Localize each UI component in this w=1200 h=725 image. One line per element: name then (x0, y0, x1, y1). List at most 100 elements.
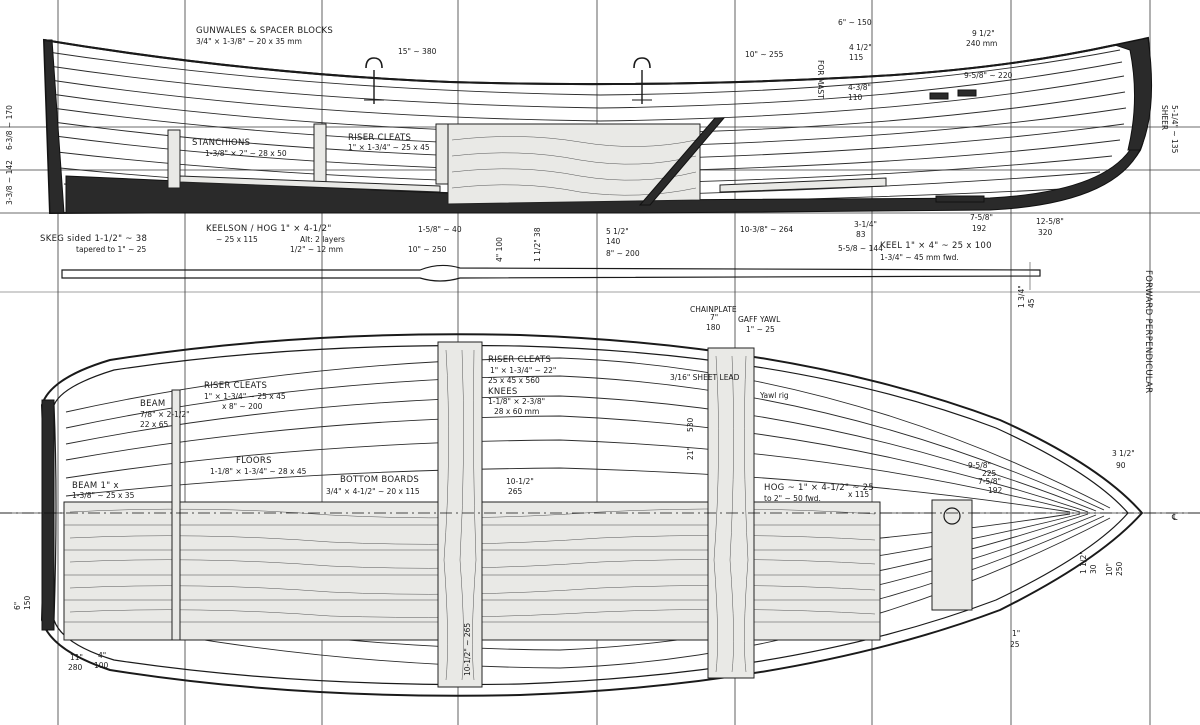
gaff-yawl-dim: 1" ~ 25 (746, 325, 775, 334)
dim-9-half: 9 1/2" (972, 29, 995, 38)
skeg-line1: SKEG sided 1-1/2" ~ 38 (40, 234, 147, 244)
dim-150: 150 (23, 595, 32, 610)
chainplate-label: CHAINPLATE (690, 305, 737, 314)
hog-l3: x 115 (848, 490, 869, 499)
gunwales-title: GUNWALES & SPACER BLOCKS (196, 26, 333, 36)
dim-6: 6" (13, 602, 22, 610)
dim-192: 192 (972, 224, 987, 233)
keel-line2: 1-3/4" ~ 45 mm fwd. (880, 253, 959, 262)
knees-label: KNEES (488, 387, 518, 397)
dim-11: 11" (70, 653, 83, 662)
beam2-size: 1-3/8" ~ 25 x 35 (72, 491, 135, 500)
keel-line1: KEEL 1" × 4" ~ 25 x 100 (880, 241, 992, 251)
top-6: 6" ~ 150 (838, 18, 872, 27)
floors-size: 1-1/8" × 1-3/4" ~ 28 x 45 (210, 467, 307, 476)
dim-9-5-8: 9-5/8" ~ 220 (964, 71, 1013, 80)
profile-view (42, 36, 1153, 290)
gunwales-size: 3/4" × 1-3/8" ~ 20 x 35 mm (196, 37, 302, 46)
dim-5-5-8: 5-5/8 ~ 144 (838, 244, 883, 253)
dim-225: 225 (982, 469, 997, 478)
keelson-line1: KEELSON / HOG 1" × 4-1/2" (206, 224, 332, 234)
riser-cleats-plan-l1: 1" × 1-3/4" ~ 22" (490, 366, 556, 375)
dim-1-half: 1 1/2" (1079, 551, 1088, 574)
mast-label: FOR MAST (816, 60, 825, 99)
beam2-label: BEAM 1" x (72, 481, 119, 491)
dim-10-half: 10-1/2" (506, 477, 534, 486)
dim-21: 21" (686, 447, 695, 460)
dim-10: 10" ~ 255 (745, 50, 784, 59)
dim-7-5-8: 7-5/8" (970, 213, 993, 222)
riser-cleats-2-l1: 1" × 1-3/4" ~ 25 x 45 (204, 392, 286, 401)
beam-label: BEAM (140, 399, 166, 409)
dim-10-3-8: 10-3/8" ~ 264 (740, 225, 793, 234)
centerline-symbol: ℄ (1171, 513, 1178, 523)
plan-view (0, 333, 1200, 697)
keelson-line4: 1/2" ~ 12 mm (290, 245, 343, 254)
dim-12-5-8: 12-5/8" (1036, 217, 1064, 226)
keelson-line2: ~ 25 x 115 (216, 235, 258, 244)
stanchions-label: STANCHIONS (192, 138, 250, 148)
riser-cleats-2: RISER CLEATS (204, 381, 267, 391)
beam-size: 7/8" × 2-1/2" (140, 410, 190, 419)
dim-1-plan: 1" (1012, 629, 1020, 638)
riser-cleats-label: RISER CLEATS (348, 133, 411, 143)
dim-1-5-8: 1-5/8" ~ 40 (418, 225, 462, 234)
dim-265: 265 (508, 487, 523, 496)
sheet-lead: 3/16" SHEET LEAD (670, 373, 740, 382)
dim-45: 45 (1027, 298, 1036, 308)
stanchions-size: 1-3/8" × 2" ~ 28 x 50 (205, 149, 287, 158)
left-6: 6-3/8 ~ 170 (5, 105, 14, 150)
dim-10-half-b: 10-1/2" ~ 265 (463, 623, 472, 676)
bottom-boards: BOTTOM BOARDS (340, 475, 419, 485)
floors-label: FLOORS (236, 456, 272, 466)
dim-7-5-8-plan: 7-5/8" (978, 477, 1001, 486)
keelson-line3: Alt: 2 layers (300, 235, 345, 244)
dim-110: 110 (848, 93, 863, 102)
left-3: 3-3/8 ~ 142 (5, 160, 14, 205)
dim-4-plan: 4" (98, 651, 106, 660)
dim-192-plan: 192 (988, 486, 1003, 495)
dim-1-5-38: 1 1/2" 38 (533, 227, 542, 262)
beam-mm: 22 x 65 (140, 420, 169, 429)
dim-250: 250 (1115, 561, 1124, 576)
top-4-half: 4 1/2" (849, 43, 872, 52)
chainplate-dim: 7" (710, 313, 718, 322)
dim-3-1-4: 3-1/4" (854, 220, 877, 229)
dim-10-250: 10" ~ 250 (408, 245, 447, 254)
dim-320: 320 (1038, 228, 1053, 237)
dim-4-3-8: 4-3/8" (848, 83, 871, 92)
top-115: 115 (849, 53, 864, 62)
dim-10-plan: 10" (1105, 563, 1114, 576)
dim-3-half: 3 1/2" (1112, 449, 1135, 458)
dim-8-200: 8" ~ 200 (606, 249, 640, 258)
dim-90: 90 (1116, 461, 1126, 470)
riser-cleats-size: 1" × 1-3/4" ~ 25 x 45 (348, 143, 430, 152)
dim-280: 280 (68, 663, 83, 672)
plan-labels: CHAINPLATE 7" 180 GAFF YAWL 1" ~ 25 RISE… (13, 270, 1178, 676)
knees-l2: 28 x 60 mm (494, 407, 539, 416)
fwd-sheer: SHEER (1160, 105, 1169, 130)
dim-30: 30 (1089, 564, 1098, 574)
yawl-rig: Yawl rig (759, 391, 789, 400)
dim-140: 140 (606, 237, 621, 246)
dim-4-100: 4" 100 (495, 237, 504, 262)
bottom-boards-size: 3/4" × 4-1/2" ~ 20 x 115 (326, 487, 420, 496)
profile-labels: GUNWALES & SPACER BLOCKS 3/4" × 1-3/8" ~… (5, 18, 1179, 262)
riser-cleats-2-l2: x 8" ~ 200 (222, 402, 263, 411)
dim-100-plan: 100 (94, 661, 109, 670)
chainplate-mm: 180 (706, 323, 721, 332)
forward-perpendicular: FORWARD PERPENDICULAR (1143, 270, 1153, 393)
dim-25: 25 (1010, 640, 1020, 649)
hog-l1: HOG ~ 1" × 4-1/2" ~ 25 (764, 483, 874, 493)
dim-1-half-b: 1 3/4" (1017, 285, 1026, 308)
dim-9-5-8-plan: 9-5/8" (968, 461, 991, 470)
dim-530: 530 (686, 417, 695, 432)
hog-l2: to 2" ~ 50 fwd. (764, 494, 821, 503)
dim-240: 240 mm (966, 39, 997, 48)
dim-83: 83 (856, 230, 866, 239)
skeg-line2: tapered to 1" ~ 25 (76, 245, 147, 254)
gaff-yawl: GAFF YAWL (738, 315, 781, 324)
knees-l1: 1-1/8" × 2-3/8" (488, 397, 545, 406)
riser-cleats-plan: RISER CLEATS (488, 355, 551, 365)
